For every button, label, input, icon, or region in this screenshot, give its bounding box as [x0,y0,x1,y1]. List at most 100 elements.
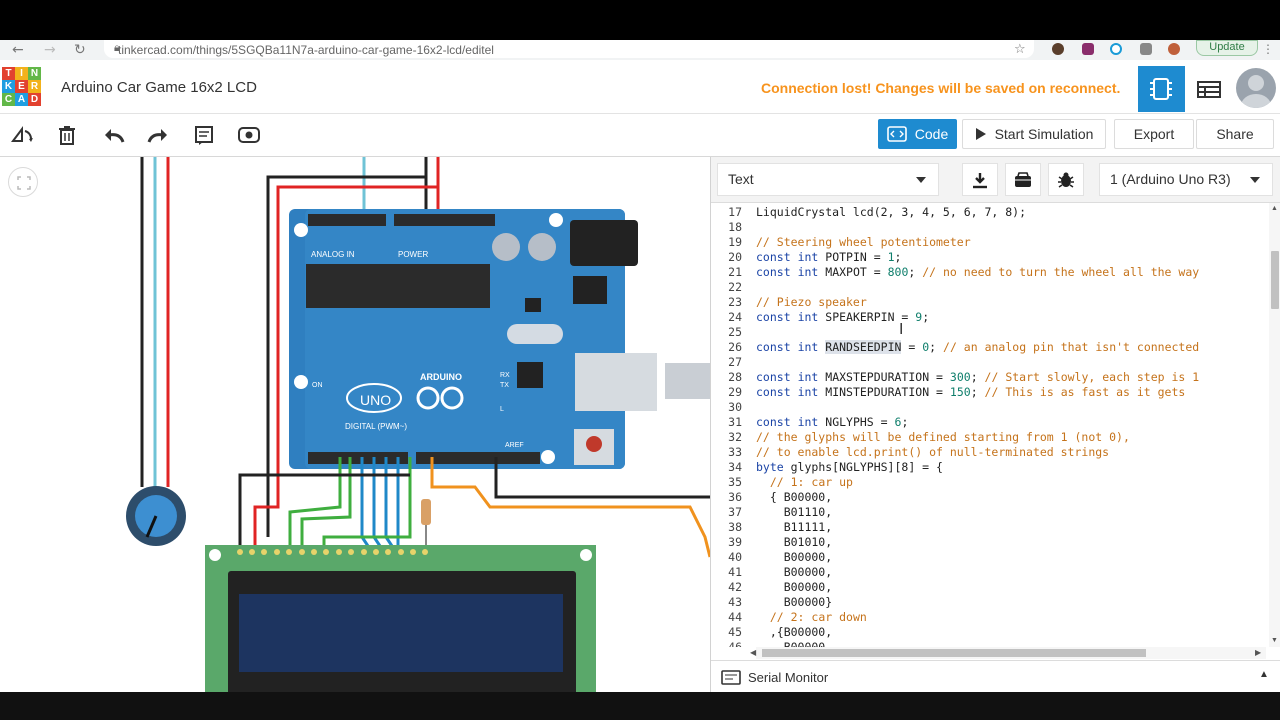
scroll-left-icon[interactable]: ◀ [750,648,757,657]
project-title[interactable]: Arduino Car Game 16x2 LCD [61,79,257,96]
on-label: ON [312,382,323,389]
undo-icon[interactable] [100,122,128,148]
code-line[interactable]: 18 [711,220,1269,235]
line-number: 23 [728,295,742,309]
code-line[interactable]: 43 B00000} [711,595,1269,610]
code-line[interactable]: 22 [711,280,1269,295]
code-text: { B00000, [756,490,833,504]
code-line[interactable]: 39 B01010, [711,535,1269,550]
code-line[interactable]: 27 [711,355,1269,370]
device-select[interactable]: 1 (Arduino Uno R3) [1099,163,1273,196]
code-line[interactable]: 28 const int MAXSTEPDURATION = 300; // St… [711,370,1269,385]
profile-icon[interactable] [1168,43,1180,55]
code-text: // 1: car up [769,475,853,489]
back-icon[interactable]: ← [12,42,24,58]
notes-icon[interactable] [190,122,218,148]
code-text: const int MAXSTEPDURATION = 300; // Star… [756,370,1200,384]
trash-icon[interactable] [53,122,81,148]
code-line[interactable]: 23// Piezo speaker [711,295,1269,310]
horizontal-scrollbar[interactable]: ◀ ▶ [750,647,1266,659]
code-line[interactable]: 38 B11111, [711,520,1269,535]
forward-icon[interactable]: → [44,42,56,58]
code-mode-select[interactable]: Text [717,163,939,196]
rotate-icon[interactable] [8,122,36,148]
code-button[interactable]: Code [878,119,957,149]
tinkercad-logo[interactable]: T I N K E R C A D [2,67,42,107]
rx-label: RX [500,372,510,379]
export-button[interactable]: Export [1114,119,1194,149]
code-line[interactable]: 35 // 1: car up [711,475,1269,490]
power-label: POWER [398,250,428,259]
code-line[interactable]: 33// to enable lcd.print() of null-termi… [711,445,1269,460]
star-icon[interactable]: ☆ [1014,42,1026,57]
circuit-icon [1150,78,1172,100]
code-line[interactable]: 41 B00000, [711,565,1269,580]
more-icon[interactable]: ⋮ [1262,42,1274,56]
line-number: 28 [728,370,742,384]
debugger-button[interactable] [1048,163,1084,196]
code-line[interactable]: 19// Steering wheel potentiometer [711,235,1269,250]
code-line[interactable]: 40 B00000, [711,550,1269,565]
eye-icon[interactable] [235,122,263,148]
line-number: 21 [728,265,742,279]
code-line[interactable]: 36 { B00000, [711,490,1269,505]
serial-monitor-label: Serial Monitor [748,670,829,685]
circuit-view-button[interactable] [1138,66,1185,112]
code-line[interactable]: 25 [711,325,1269,340]
circuit-workspace[interactable]: ANALOG IN POWER UNO ARDUINO DIGITAL (PWM… [0,157,710,692]
line-number: 30 [728,400,742,414]
code-text: B00000, [756,565,833,579]
code-line[interactable]: 30 [711,400,1269,415]
code-text: B00000} [756,595,833,609]
code-toolbar: Text 1 (Arduino Uno R3) [711,157,1280,203]
scroll-down-icon[interactable]: ▼ [1271,637,1278,644]
code-text: ,{B00000, [756,625,833,639]
extension-icon[interactable] [1052,43,1064,55]
address-bar[interactable]: 🔒︎ [104,40,1034,58]
share-button[interactable]: Share [1196,119,1274,149]
start-simulation-button[interactable]: Start Simulation [962,119,1106,149]
extension-icon[interactable] [1110,43,1122,55]
download-button[interactable] [962,163,998,196]
scroll-up-icon[interactable]: ▲ [1271,205,1278,212]
line-number: 18 [728,220,742,234]
scroll-thumb[interactable] [1271,251,1279,309]
code-icon [886,126,907,142]
libraries-button[interactable] [1005,163,1041,196]
list-view-button[interactable] [1186,66,1233,112]
user-avatar[interactable] [1236,68,1276,108]
reload-icon[interactable]: ↻ [74,42,86,58]
code-line[interactable]: 32// the glyphs will be defined starting… [711,430,1269,445]
line-number: 39 [728,535,742,549]
vertical-scrollbar[interactable]: ▲ ▼ [1269,203,1280,647]
code-line[interactable]: 42 B00000, [711,580,1269,595]
puzzle-icon[interactable] [1140,43,1152,55]
url-text: tinkercad.com/things/5SGQBa11N7a-arduino… [118,43,494,57]
line-number: 45 [728,625,742,639]
code-line[interactable]: 46 B00000, [711,640,1269,647]
code-line[interactable]: 45 ,{B00000, [711,625,1269,640]
chevron-up-icon[interactable]: ▲ [1259,669,1269,680]
connection-status: Connection lost! Changes will be saved o… [761,80,1121,96]
fit-view-icon [17,176,31,190]
extension-icon[interactable] [1082,43,1094,55]
update-button[interactable]: Update [1196,40,1258,56]
scroll-thumb[interactable] [762,649,1146,657]
code-line[interactable]: 44 // 2: car down [711,610,1269,625]
redo-icon[interactable] [144,122,172,148]
fit-view-button[interactable] [8,167,38,197]
scroll-right-icon[interactable]: ▶ [1255,648,1262,657]
serial-monitor-bar[interactable]: Serial Monitor ▲ [711,660,1280,692]
lock-icon: 🔒︎ [114,42,120,54]
code-text: B01010, [756,535,833,549]
code-line[interactable]: 37 B01110, [711,505,1269,520]
